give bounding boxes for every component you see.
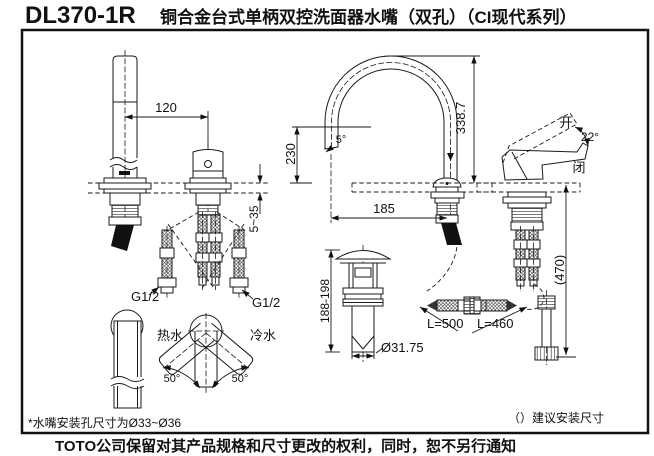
handle-rotation-right: 50°	[232, 373, 249, 385]
spec-drawing: DL370-1R 铜合金台式单柄双控洗面器水嘴（双孔）（CI现代系列）	[20, 2, 650, 435]
model-number: DL370-1R	[25, 2, 136, 29]
supply-hose-460	[457, 296, 517, 315]
thread-size-right-label: G1/2	[252, 295, 280, 310]
cold-water-label: 冷水	[250, 328, 276, 343]
handle-closed-label: 闭	[572, 160, 585, 175]
handle-view: 开 22° 闭 (470)	[476, 112, 599, 365]
disclaimer-text: TOTO公司保留对其产品规格和尺寸更改的权利，同时，恕不另行通知	[55, 438, 517, 455]
handle-side-view	[501, 112, 590, 310]
faucet-base	[426, 177, 465, 292]
flex-hoses: L=500 L=460	[419, 296, 528, 334]
top-views: 50° 50° 热水 冷水	[110, 309, 276, 409]
handle-angle: 22°	[581, 130, 599, 144]
suggested-dimension-note: （）建议安装尺寸	[508, 410, 604, 425]
dim-supply-height: (470)	[552, 255, 567, 285]
supply-pipe	[534, 290, 559, 365]
dim-total-height: 338.7	[453, 102, 468, 135]
spout-front-view	[98, 50, 152, 251]
dim-drain-diameter: Ø31.75	[381, 340, 424, 355]
dim-drain-height: 188-198	[318, 279, 332, 323]
supply-hose-left	[157, 226, 177, 300]
dim-spout-reach: 185	[373, 201, 395, 216]
side-view: 5° 338.7 230 185	[283, 55, 493, 292]
hose-length-right: L=460	[477, 316, 514, 331]
handle-top-view: 50° 50° 热水 冷水	[157, 313, 276, 393]
thread-size-left-label: G1/2	[131, 289, 159, 304]
dim-deck-thickness: 5~35	[247, 205, 261, 232]
dim-outlet-height: 230	[283, 143, 298, 165]
product-title: 铜合金台式单柄双控洗面器水嘴（双孔）（CI现代系列）	[160, 7, 577, 27]
drawing-border	[20, 28, 650, 435]
spout-hose	[111, 225, 134, 251]
handle-open-label: 开	[559, 115, 572, 130]
spout-angle: 5°	[336, 134, 347, 146]
spout-top-view	[110, 309, 145, 409]
gooseneck-spout	[324, 55, 458, 228]
popup-drain: 188-198 Ø31.75	[318, 245, 424, 362]
dim-hole-spacing: 120	[155, 100, 177, 115]
supply-hose-right	[229, 226, 249, 300]
mounting-hole-note: *水嘴安装孔尺寸为Ø33~Ø36	[28, 415, 181, 430]
front-view: 120 5~35 G1/2 G1/2	[88, 50, 280, 310]
hot-water-label: 热水	[157, 328, 183, 343]
handle-rotation-left: 50°	[164, 373, 181, 385]
hose-length-left: L=500	[427, 316, 464, 331]
handle-front-view	[184, 143, 232, 290]
